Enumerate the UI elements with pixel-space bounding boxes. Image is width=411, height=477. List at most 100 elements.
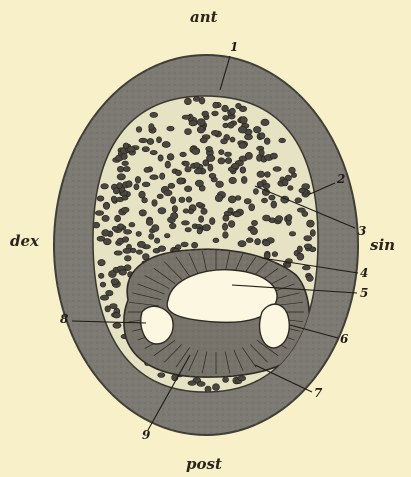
cell [195,180,203,187]
cell [192,242,198,248]
cell [149,124,154,131]
cell [216,181,224,188]
cell [164,190,172,196]
callout-9: 9 [142,428,150,442]
label-sinister: sin [370,236,395,254]
cell [271,201,277,208]
cell [122,196,128,200]
cell [206,146,213,151]
cell [164,234,170,238]
cell [261,119,269,126]
cell [228,196,236,203]
cell [150,112,158,117]
cell [283,179,289,186]
cell [238,376,246,381]
cell [181,221,189,225]
cell [307,220,315,227]
cell [162,141,170,147]
cell [244,199,251,204]
cell [117,224,124,229]
cell [188,381,196,386]
cell [136,231,141,236]
cell [147,138,154,144]
cell [126,181,132,188]
cell [139,210,146,216]
cell [286,214,292,220]
cell [139,191,146,198]
cell [289,167,296,173]
cell [156,137,161,143]
cell [259,133,265,139]
cell [288,186,293,191]
cell [261,198,267,203]
cell [276,216,283,222]
cell [257,181,263,187]
cell [185,129,192,135]
cell [197,126,205,133]
cell [238,241,246,247]
cell [201,208,207,214]
cell [146,219,153,226]
cell [192,148,200,154]
cell [109,271,117,278]
cell [122,161,129,166]
callout-3: 3 [358,224,366,238]
cell [209,218,215,225]
cell [263,215,271,221]
cell [142,182,150,187]
cell [197,119,205,126]
callout-8: 8 [60,312,68,326]
cell [297,253,304,260]
cell [102,230,110,237]
cell [299,188,305,193]
cell [171,213,178,220]
cell [307,275,314,281]
cell [232,163,240,168]
callout-1: 1 [230,40,238,54]
cell [124,230,132,235]
cell [167,154,174,161]
cell [185,228,191,232]
cell [95,211,103,216]
cell [223,377,229,382]
cell [158,208,166,214]
cell [110,304,118,309]
cell [102,215,109,221]
cell [100,295,108,300]
cell [158,373,165,378]
cell [253,189,258,195]
cell [158,155,163,161]
cell [101,184,109,189]
cell [177,178,185,184]
cell [168,183,175,188]
cell [225,158,231,164]
cell [169,223,176,229]
callout-7: 7 [314,386,322,400]
callout-6: 6 [340,332,348,346]
cell [304,236,312,241]
cell [98,273,104,278]
cell [194,162,200,168]
cell [213,102,219,108]
cell [199,97,205,104]
cell [302,211,308,217]
cell [111,196,117,202]
cell [127,147,135,152]
cell [134,184,139,190]
cell [152,200,157,207]
cell [250,228,257,235]
cell [241,176,247,183]
callout-4: 4 [360,266,368,280]
cell [186,197,192,203]
cell [131,248,136,253]
cell [246,238,253,243]
cell [196,202,203,207]
cell [93,222,100,228]
cell [263,241,270,246]
cell [142,147,149,152]
label-anterior: ant [190,8,218,26]
cell [137,241,145,247]
cell [136,126,142,132]
